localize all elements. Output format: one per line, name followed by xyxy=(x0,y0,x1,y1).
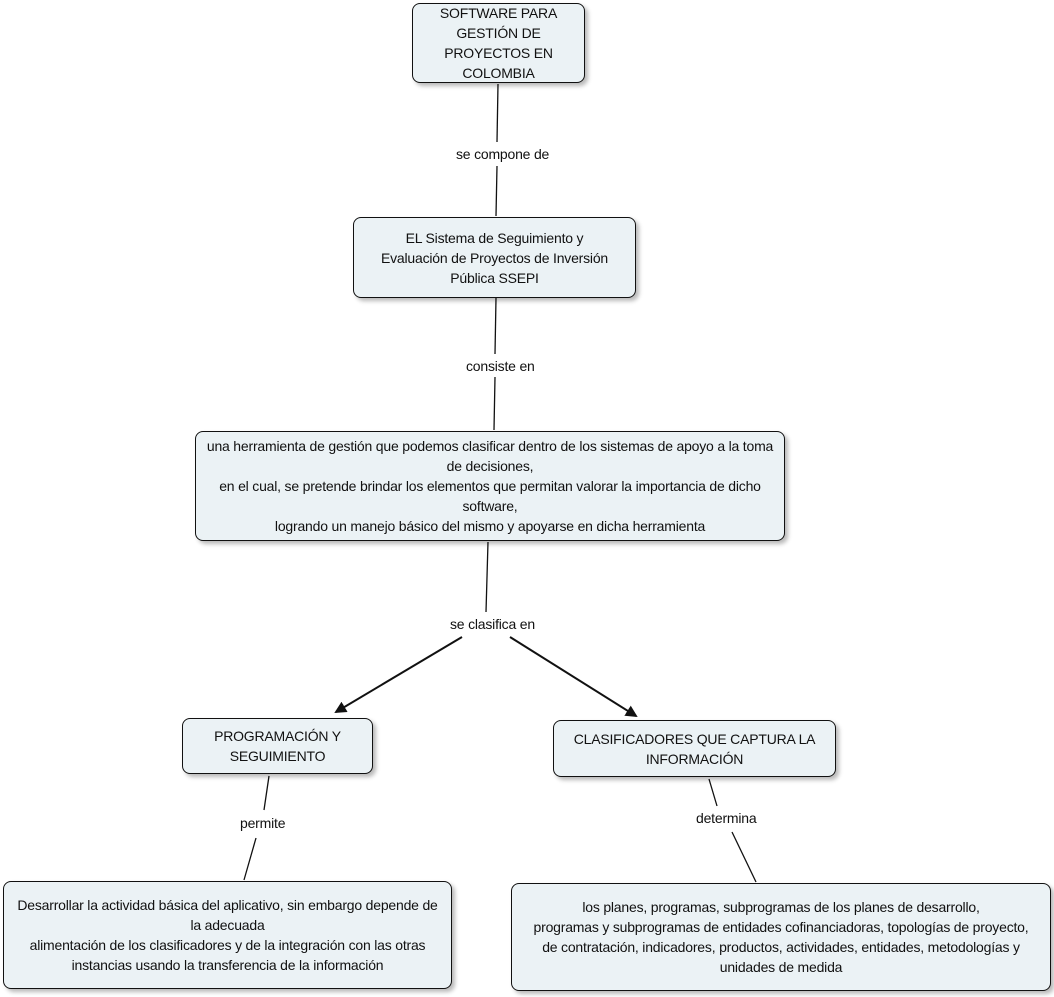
connector-label-to-desarrollar xyxy=(243,837,257,881)
link-label-se-clasifica-en: se clasifica en xyxy=(444,613,541,635)
connector-programacion-to-label xyxy=(263,775,270,811)
arrow-to-programacion xyxy=(334,636,463,714)
node-planes[interactable]: los planes, programas, subprogramas de l… xyxy=(511,883,1051,991)
link-label-se-compone-de: se compone de xyxy=(450,143,556,165)
connector-clasificadores-to-label xyxy=(708,778,718,807)
arrow-to-clasificadores xyxy=(509,636,638,718)
node-clasificadores[interactable]: CLASIFICADORES QUE CAPTURA LA INFORMACIÓ… xyxy=(553,720,836,777)
connector-label-to-ssepi xyxy=(495,165,498,217)
connector-label-to-herramienta xyxy=(493,376,496,431)
connector-herramienta-to-label xyxy=(485,541,489,613)
connector-label-to-planes xyxy=(731,831,757,883)
connector-root-to-label xyxy=(496,83,499,143)
link-label-consiste-en: consiste en xyxy=(460,355,541,377)
node-root[interactable]: SOFTWARE PARA GESTIÓN DE PROYECTOS EN CO… xyxy=(412,3,585,83)
node-ssepi[interactable]: EL Sistema de Seguimiento y Evaluación d… xyxy=(353,217,636,298)
node-herramienta[interactable]: una herramienta de gestión que podemos c… xyxy=(195,431,785,541)
node-programacion[interactable]: PROGRAMACIÓN Y SEGUIMIENTO xyxy=(182,718,373,774)
node-desarrollar[interactable]: Desarrollar la actividad básica del apli… xyxy=(3,881,452,989)
link-label-determina: determina xyxy=(690,807,763,829)
link-label-permite: permite xyxy=(234,812,292,834)
connector-ssepi-to-label xyxy=(494,297,497,355)
